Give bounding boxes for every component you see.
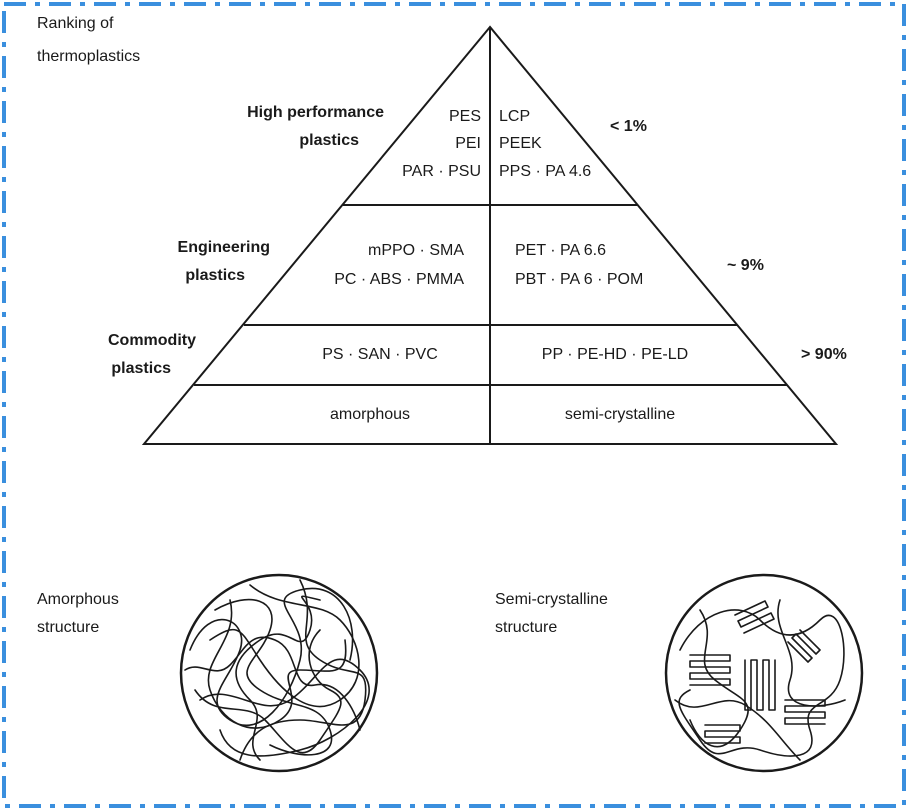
tier-engineering-share: ~ 9% (727, 257, 764, 274)
semicrystalline-structure-caption-line-2: structure (495, 619, 558, 636)
tier-commodity-semicrystalline: PP · PE-HD · PE-LD (541, 346, 689, 363)
tier-engineering-amorphous-1: mPPO · SMA (367, 242, 464, 259)
tier-high-performance-semicrystalline-1: LCP (499, 108, 531, 125)
tier-engineering-semicrystalline-2: PBT · PA 6 · POM (515, 271, 644, 288)
diagram-title-line-2: thermoplastics (37, 48, 141, 65)
tier-engineering-amorphous-2: PC · ABS · PMMA (334, 271, 464, 288)
tier-high-performance-share: < 1% (610, 118, 647, 135)
amorphous-structure-caption-line-2: structure (37, 619, 100, 636)
semicrystalline-structure-caption-line-1: Semi-crystalline (495, 591, 608, 608)
tier-commodity-share: > 90% (801, 346, 847, 363)
amorphous-structure-caption-line-1: Amorphous (37, 591, 119, 608)
semicrystalline-circle (664, 573, 864, 773)
base-semicrystalline-label: semi-crystalline (564, 406, 676, 423)
tier-high-performance-name-line-1: High performance (247, 104, 384, 121)
tier-high-performance-semicrystalline-2: PEEK (499, 135, 542, 152)
amorphous-circle (179, 573, 379, 773)
diagram-title-line-1: Ranking of (37, 15, 114, 32)
tier-commodity-amorphous: PS · SAN · PVC (322, 346, 438, 363)
tier-high-performance-amorphous-3: PAR · PSU (402, 163, 481, 180)
pyramid (141, 25, 839, 445)
tier-commodity-name-line-2: plastics (111, 360, 171, 377)
tier-engineering-name-line-1: Engineering (177, 239, 270, 256)
base-amorphous-label: amorphous (329, 406, 411, 423)
amorphous-structure-illustration (179, 573, 379, 773)
tier-high-performance-amorphous-2: PEI (455, 135, 481, 152)
tier-high-performance-name-line-2: plastics (299, 132, 359, 149)
semicrystalline-structure-illustration (664, 573, 864, 773)
tier-high-performance-semicrystalline-3: PPS · PA 4.6 (499, 163, 592, 180)
tier-engineering-name-line-2: plastics (185, 267, 245, 284)
tier-commodity-name-line-1: Commodity (108, 332, 196, 349)
tier-high-performance-amorphous-1: PES (448, 108, 481, 125)
tier-engineering-semicrystalline-1: PET · PA 6.6 (515, 242, 607, 259)
